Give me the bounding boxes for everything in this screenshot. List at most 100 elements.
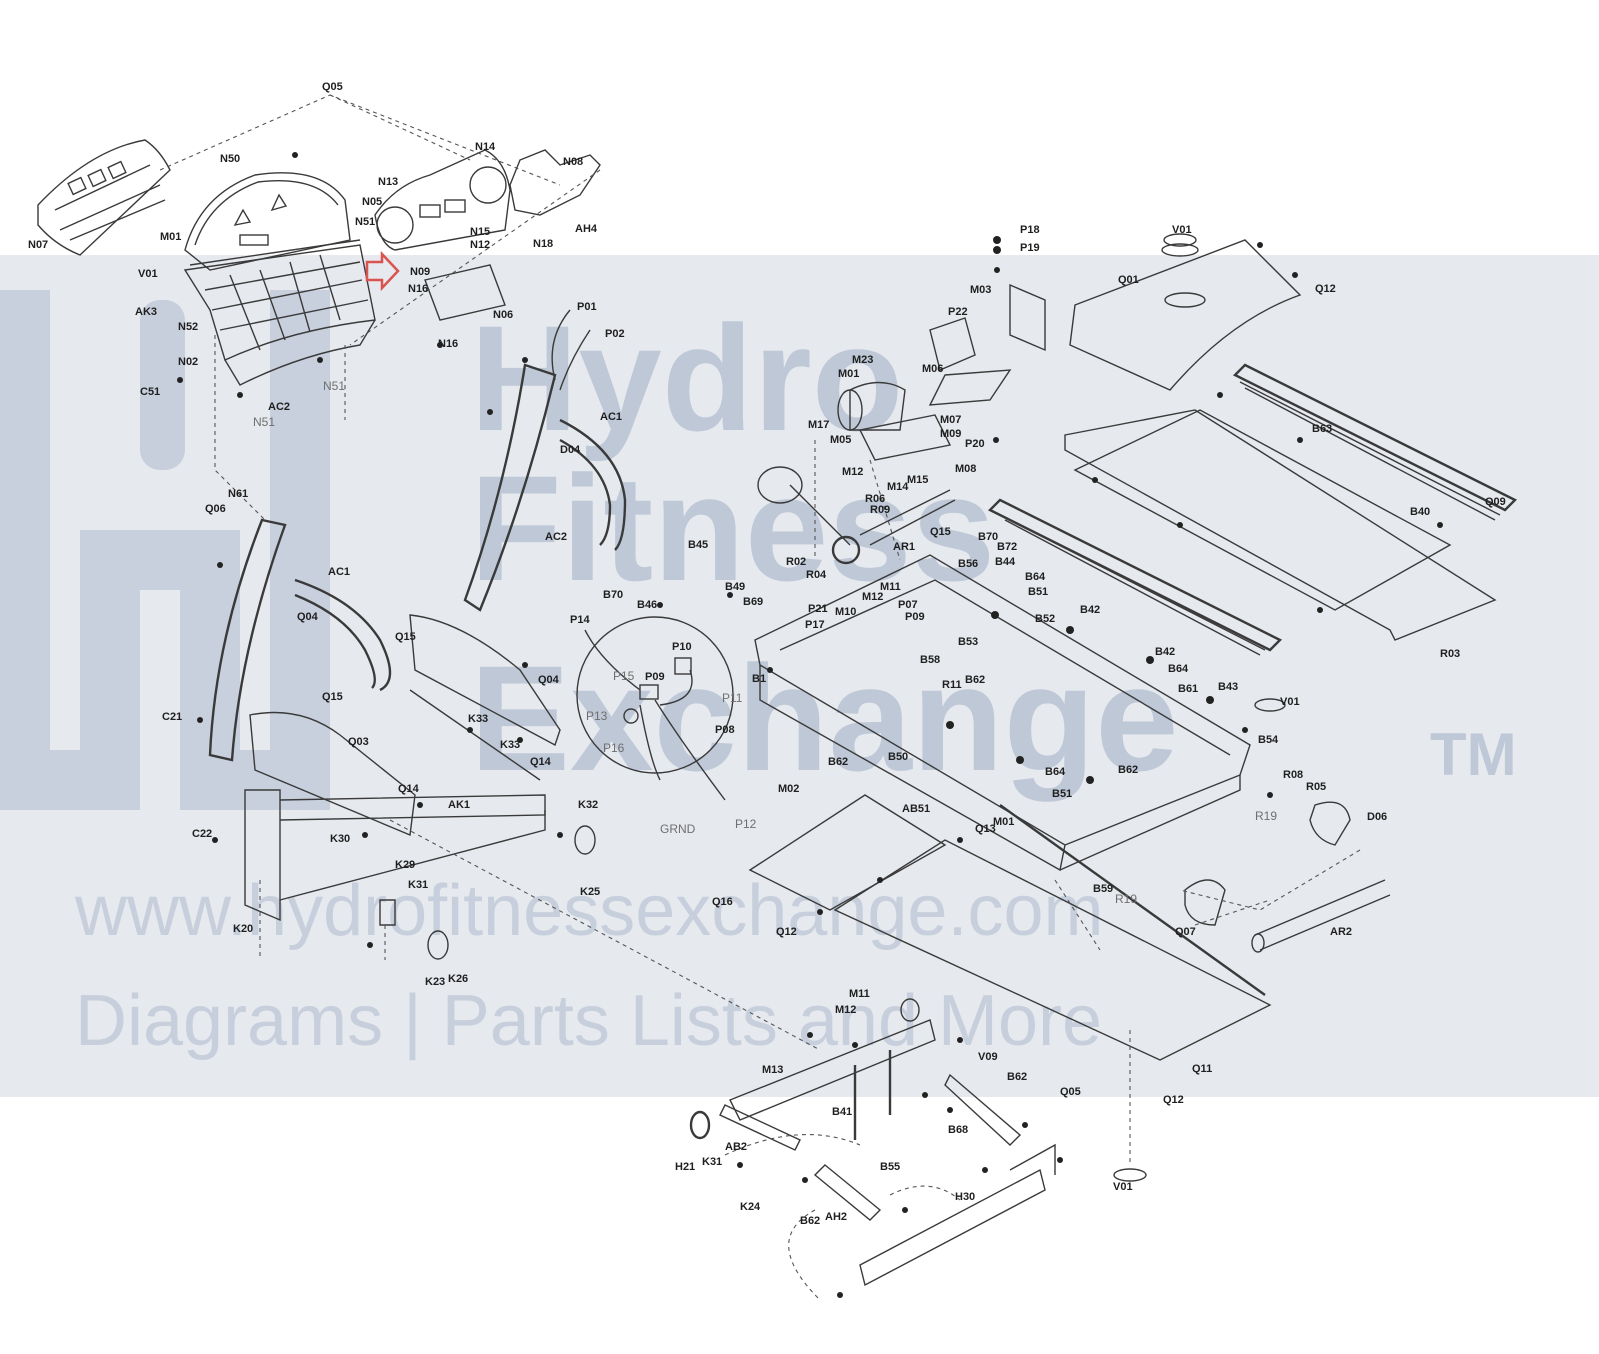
label-m03: M03 [970, 284, 991, 296]
fasteners [177, 152, 1443, 1298]
wiring-detail [576, 616, 734, 801]
label-m01-b: M01 [993, 816, 1014, 828]
label-b53: B53 [958, 636, 978, 648]
watermark-tm: TM [1430, 721, 1517, 788]
label-n51-c: N51 [253, 415, 275, 429]
label-k26: K26 [448, 973, 468, 985]
label-m05: M05 [830, 434, 851, 446]
label-c51: C51 [140, 386, 160, 398]
label-n12: N12 [470, 239, 490, 251]
label-ac2-top: AC2 [268, 401, 290, 413]
motor-assembly [757, 283, 1046, 565]
label-d06: D06 [1367, 811, 1387, 823]
label-b41: B41 [832, 1106, 852, 1118]
label-ak1: AK1 [448, 799, 470, 811]
label-p14: P14 [570, 614, 590, 626]
label-m01: M01 [160, 231, 181, 243]
label-m09: M09 [940, 428, 961, 440]
label-h30: H30 [955, 1191, 975, 1203]
label-m01-motor: M01 [838, 368, 859, 380]
label-p22: P22 [948, 306, 968, 318]
label-p19: P19 [1020, 242, 1040, 254]
label-ab51: AB51 [902, 803, 930, 815]
label-ac1-b: AC1 [328, 566, 350, 578]
label-k31-b: K31 [702, 1156, 722, 1168]
label-q12-a: Q12 [776, 926, 797, 938]
label-b68: B68 [948, 1124, 968, 1136]
label-b62-d: B62 [1007, 1071, 1027, 1083]
label-d04: D04 [560, 444, 581, 456]
label-k31: K31 [408, 879, 428, 891]
label-n08: N08 [563, 156, 583, 168]
label-n16-a: N16 [408, 283, 428, 295]
label-c21: C21 [162, 711, 182, 723]
label-m23: M23 [852, 354, 873, 366]
label-m06: M06 [922, 363, 943, 375]
part-labels: Q05 N50 N14 N08 N13 N05 N51 N15 N12 N07 … [28, 81, 1506, 1227]
label-n50: N50 [220, 153, 240, 165]
label-n61: N61 [228, 488, 248, 500]
label-p08: P08 [715, 724, 735, 736]
label-b40: B40 [1410, 506, 1430, 518]
label-p07: P07 [898, 599, 918, 611]
watermark-tagline: Diagrams | Parts Lists and More [75, 981, 1102, 1061]
label-r05: R05 [1306, 781, 1326, 793]
label-b64-c: B64 [1045, 766, 1066, 778]
label-p09-b: P09 [905, 611, 925, 623]
label-grnd: GRND [660, 822, 696, 836]
label-n05: N05 [362, 196, 382, 208]
label-k32: K32 [578, 799, 598, 811]
label-m14: M14 [887, 481, 909, 493]
label-q05-bottom: Q05 [1060, 1086, 1081, 1098]
base-frame [244, 614, 596, 960]
label-k25-a: K25 [580, 886, 600, 898]
console-overlay [424, 264, 506, 321]
label-p02: P02 [605, 328, 625, 340]
label-p09: P09 [645, 671, 665, 683]
label-b46: B46 [637, 599, 657, 611]
main-frame [748, 233, 1518, 1182]
label-ak3: AK3 [135, 306, 157, 318]
label-b52: B52 [1035, 613, 1055, 625]
label-m13: M13 [762, 1064, 783, 1076]
label-q06: Q06 [205, 503, 226, 515]
label-b56: B56 [958, 558, 978, 570]
label-b45: B45 [688, 539, 708, 551]
label-q15-a: Q15 [395, 631, 416, 643]
label-k33: K33 [468, 713, 488, 725]
label-m11-b: M11 [849, 988, 870, 1000]
label-b55: B55 [880, 1161, 900, 1173]
label-b64-b: B64 [1168, 663, 1189, 675]
label-q11: Q11 [1192, 1063, 1212, 1075]
label-b63: B63 [1312, 423, 1332, 435]
label-p20: P20 [965, 438, 985, 450]
label-b1: B1 [752, 673, 766, 685]
label-k24: K24 [740, 1201, 761, 1213]
lift-frame [689, 998, 1056, 1301]
label-v01-bottom: V01 [1113, 1181, 1133, 1193]
label-q01: Q01 [1118, 274, 1139, 286]
watermark-line-2: Fitness [470, 444, 995, 612]
label-ar2: AR2 [1330, 926, 1352, 938]
label-b42-b: B42 [1155, 646, 1175, 658]
label-m15: M15 [907, 474, 928, 486]
label-r09: R09 [870, 504, 890, 516]
label-n06: N06 [493, 309, 513, 321]
label-p21: P21 [808, 603, 828, 615]
label-ah4: AH4 [575, 223, 598, 235]
label-q14-b: Q14 [398, 783, 420, 795]
console-thumbnail [37, 139, 171, 256]
label-b72: B72 [997, 541, 1017, 553]
label-b61: B61 [1178, 683, 1198, 695]
label-q16: Q16 [712, 896, 733, 908]
label-ab2: AB2 [725, 1141, 747, 1153]
label-ac1-a: AC1 [600, 411, 622, 423]
label-q04: Q04 [538, 674, 560, 686]
label-v01-left: V01 [138, 268, 158, 280]
label-m07: M07 [940, 414, 961, 426]
label-b62-b: B62 [828, 756, 848, 768]
label-m17: M17 [808, 419, 829, 431]
label-p15: P15 [613, 669, 635, 683]
watermark-logo-icon [0, 290, 330, 810]
label-q09: Q09 [1485, 496, 1506, 508]
